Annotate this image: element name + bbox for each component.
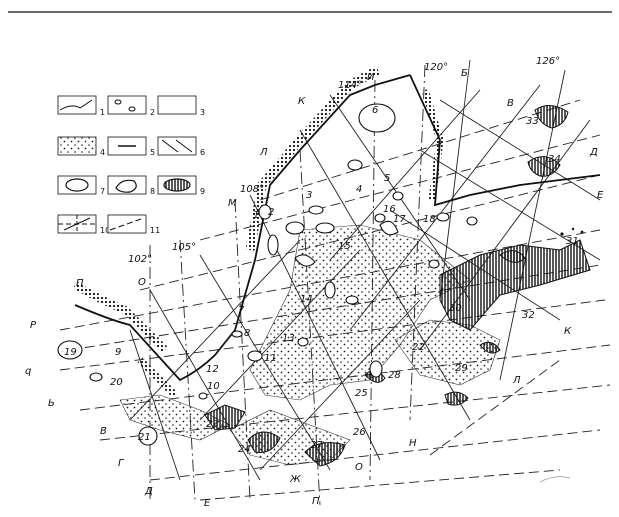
fault-letter-d-right: Д — [589, 147, 598, 158]
fault-letter-n-bottom: Н — [409, 438, 417, 449]
area-number-14: 14 — [300, 294, 313, 305]
area-number-17: 17 — [393, 214, 406, 225]
fault-letter-k-top: К — [298, 96, 306, 107]
meridian-114: 114° — [338, 80, 362, 91]
decorative-marks — [539, 227, 584, 483]
fault-letter-g-left: Г — [118, 458, 125, 469]
fault-letter-b-top: Б — [461, 68, 468, 79]
legend-label-1: 1 — [100, 108, 105, 117]
legend-label-5: 5 — [150, 148, 155, 157]
legend-label-9: 9 — [200, 187, 205, 196]
area-number-15: 15 — [338, 241, 351, 252]
platform-boundary — [72, 66, 601, 398]
fault-letter-m-left: М — [228, 198, 237, 209]
area-number-32: 32 — [522, 310, 535, 321]
area-number-3: 3 — [306, 190, 312, 201]
fault-letter-q-left: q — [25, 366, 31, 377]
meridian-108: 108° — [240, 184, 264, 195]
area-number-24: 24 — [238, 444, 251, 455]
area-number-27: 27 — [310, 440, 323, 451]
fault-letter-e-right: Е — [597, 190, 604, 201]
legend-label-8: 8 — [150, 187, 155, 196]
area-number-29: 29 — [455, 363, 468, 374]
fault-letter-zh-bottom: Ж — [289, 474, 302, 485]
sedimentary-basin-east — [394, 319, 501, 386]
legend-label-10: 10 — [100, 226, 110, 235]
meridian-126: 126° — [536, 56, 560, 67]
area-number-28: 28 — [388, 370, 401, 381]
area-number-12: 12 — [206, 364, 219, 375]
meridian-labels: 102° 105° 108° 114° 120° 126° — [128, 56, 560, 265]
area-number-1: 1 — [253, 210, 259, 221]
area-number-16: 16 — [383, 204, 396, 215]
area-number-10: 10 — [207, 381, 220, 392]
legend-label-3: 3 — [200, 108, 205, 117]
area-number-7: 7 — [238, 305, 245, 316]
legend-label-7: 7 — [100, 187, 105, 196]
fault-letter-b-left: Ь — [48, 398, 55, 409]
fault-letter-e-bottom: Е — [204, 498, 211, 509]
fault-letter-o-left: О — [138, 277, 146, 288]
area-number-20: 20 — [110, 377, 123, 388]
fault-letter-o-bottom: О — [355, 462, 363, 473]
area-number-2: 2 — [268, 207, 274, 218]
fault-letter-l-right: Л — [512, 375, 521, 386]
fault-letter-i-top: И — [367, 72, 375, 83]
area-number-34: 34 — [548, 154, 561, 165]
legend-label-6: 6 — [200, 148, 205, 157]
fault-letter-p-left: П — [76, 278, 84, 289]
area-number-30: 30 — [449, 303, 462, 314]
area-number-5: 5 — [384, 173, 390, 184]
area-number-31: 31 — [566, 236, 579, 247]
area-number-8: 8 — [244, 328, 250, 339]
area-number-25: 25 — [355, 388, 368, 399]
sedimentary-basin-west — [119, 394, 231, 441]
legend-label-4: 4 — [100, 148, 105, 157]
area-number-33: 33 — [526, 116, 539, 127]
area-number-6: 6 — [372, 105, 378, 116]
fault-letter-k-right: К — [564, 326, 572, 337]
area-number-22: 22 — [412, 342, 425, 353]
fault-letter-v-top: В — [507, 98, 514, 109]
meridian-105: 105° — [172, 242, 196, 253]
area-number-11: 11 — [264, 353, 277, 364]
area-number-21: 21 — [138, 432, 151, 443]
area-number-26: 26 — [353, 427, 366, 438]
legend: 1 2 3 4 5 6 7 8 9 10 11 — [57, 95, 205, 235]
fault-letter-l-left: Л — [259, 147, 268, 158]
area-number-23: 23 — [206, 419, 219, 430]
meridian-120: 120° — [424, 62, 448, 73]
sedimentary-basin — [249, 224, 471, 401]
area-number-4: 4 — [356, 184, 362, 195]
fault-letters: К И Б В Д Е Л М О П Р q Ь В Г Д Е Ж П О … — [25, 68, 604, 509]
hatched-bodies — [204, 105, 591, 467]
intrusion-bodies — [57, 103, 478, 446]
area-number-18: 18 — [423, 214, 436, 225]
fault-letter-v-left: В — [100, 426, 107, 437]
area-number-13: 13 — [282, 333, 295, 344]
meridian-102: 102° — [128, 254, 152, 265]
area-number-9: 9 — [115, 347, 121, 358]
legend-label-11: 11 — [150, 226, 160, 235]
area-number-19: 19 — [64, 347, 77, 358]
legend-label-2: 2 — [150, 108, 155, 117]
fault-letter-r-left: Р — [30, 320, 37, 331]
fault-letter-p-bottom: П — [312, 496, 320, 507]
fault-letter-d-bottom: Д — [144, 486, 153, 497]
area-numbers: 1 2 3 4 5 6 7 8 9 10 11 12 13 14 15 16 1… — [64, 105, 579, 455]
